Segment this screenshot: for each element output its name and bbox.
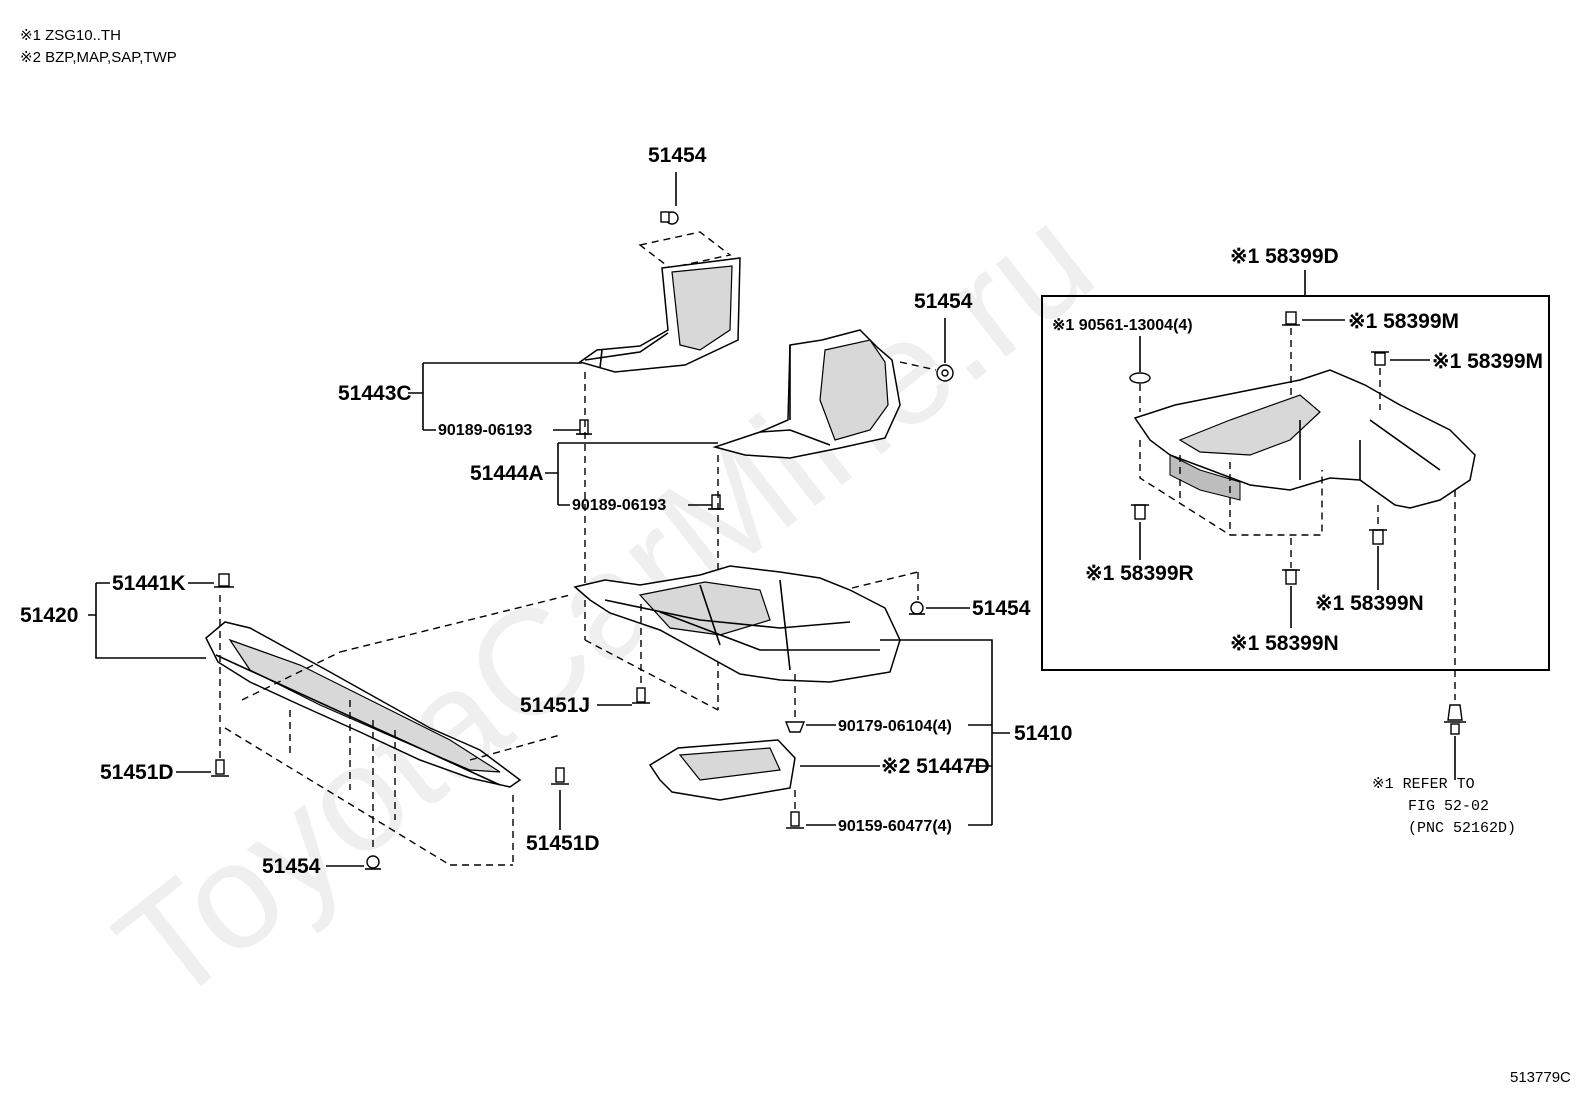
refer-line-1: ※1 REFER TO — [1372, 776, 1475, 793]
inset-box-58399d — [1041, 295, 1550, 671]
part-51444a-shape — [712, 329, 901, 459]
part-51410-shape — [573, 565, 901, 683]
label-51454-mid: 51454 — [914, 290, 973, 313]
label-90189-06193-a: 90189-06193 — [438, 422, 532, 439]
label-58399n-a: ※1 58399N — [1315, 592, 1424, 615]
clip-58399n-a — [1369, 529, 1387, 545]
note-2: ※2 BZP,MAP,SAP,TWP — [20, 49, 177, 66]
label-51451j: 51451J — [520, 694, 590, 717]
label-51444a: 51444A — [470, 462, 544, 485]
label-58399r: ※1 58399R — [1085, 562, 1194, 585]
clip-58399r — [1131, 504, 1149, 520]
label-51441k: 51441K — [112, 572, 186, 595]
screw-51454-bottom — [365, 855, 381, 870]
label-90189-06193-b: 90189-06193 — [572, 497, 666, 514]
clip-58399m-b — [1371, 351, 1389, 366]
label-51443c: 51443C — [338, 382, 412, 405]
label-51451d-left: 51451D — [100, 761, 174, 784]
figure-code: 513779C — [1510, 1069, 1571, 1086]
bolt-90159 — [786, 811, 804, 829]
refer-line-2: FIG 52-02 — [1408, 798, 1489, 815]
nut-51454-mid — [936, 364, 954, 382]
clip-51441k — [214, 573, 234, 588]
bolt-51451d-right — [551, 767, 569, 785]
label-58399m-a: ※1 58399M — [1348, 310, 1459, 333]
label-58399d: ※1 58399D — [1230, 245, 1339, 268]
label-51420: 51420 — [20, 604, 78, 627]
clip-58399n-b — [1282, 569, 1300, 585]
refer-line-3: (PNC 52162D) — [1408, 820, 1516, 837]
note-1: ※1 ZSG10..TH — [20, 27, 121, 44]
label-51454-bottom: 51454 — [262, 855, 321, 878]
label-58399n-b: ※1 58399N — [1230, 632, 1339, 655]
part-58399d-shape — [1133, 369, 1476, 509]
clip-90189-b — [708, 494, 724, 510]
label-51451d-right: 51451D — [526, 832, 600, 855]
clip-90179 — [784, 721, 806, 733]
label-90561-13004: ※1 90561-13004(4) — [1052, 317, 1193, 334]
bolt-51451d-left — [211, 759, 229, 777]
label-90179-06104: 90179-06104(4) — [838, 718, 952, 735]
screw-51454-right — [909, 601, 925, 615]
label-90159-60477: 90159-60477(4) — [838, 818, 952, 835]
label-51410: 51410 — [1014, 722, 1072, 745]
part-51443c-shape — [578, 231, 741, 373]
clip-refer-52162d — [1444, 704, 1466, 735]
screw-51454-top — [660, 211, 679, 225]
label-58399m-b: ※1 58399M — [1432, 350, 1543, 373]
clip-58399m-a — [1282, 311, 1300, 326]
label-51454-top: 51454 — [648, 144, 707, 167]
part-51447d-shape — [648, 739, 796, 801]
bolt-51451j — [632, 687, 650, 704]
label-51447d: ※2 51447D — [881, 755, 990, 778]
clip-90189-a — [576, 419, 592, 435]
label-51454-right: 51454 — [972, 597, 1031, 620]
washer-90561 — [1129, 372, 1151, 384]
